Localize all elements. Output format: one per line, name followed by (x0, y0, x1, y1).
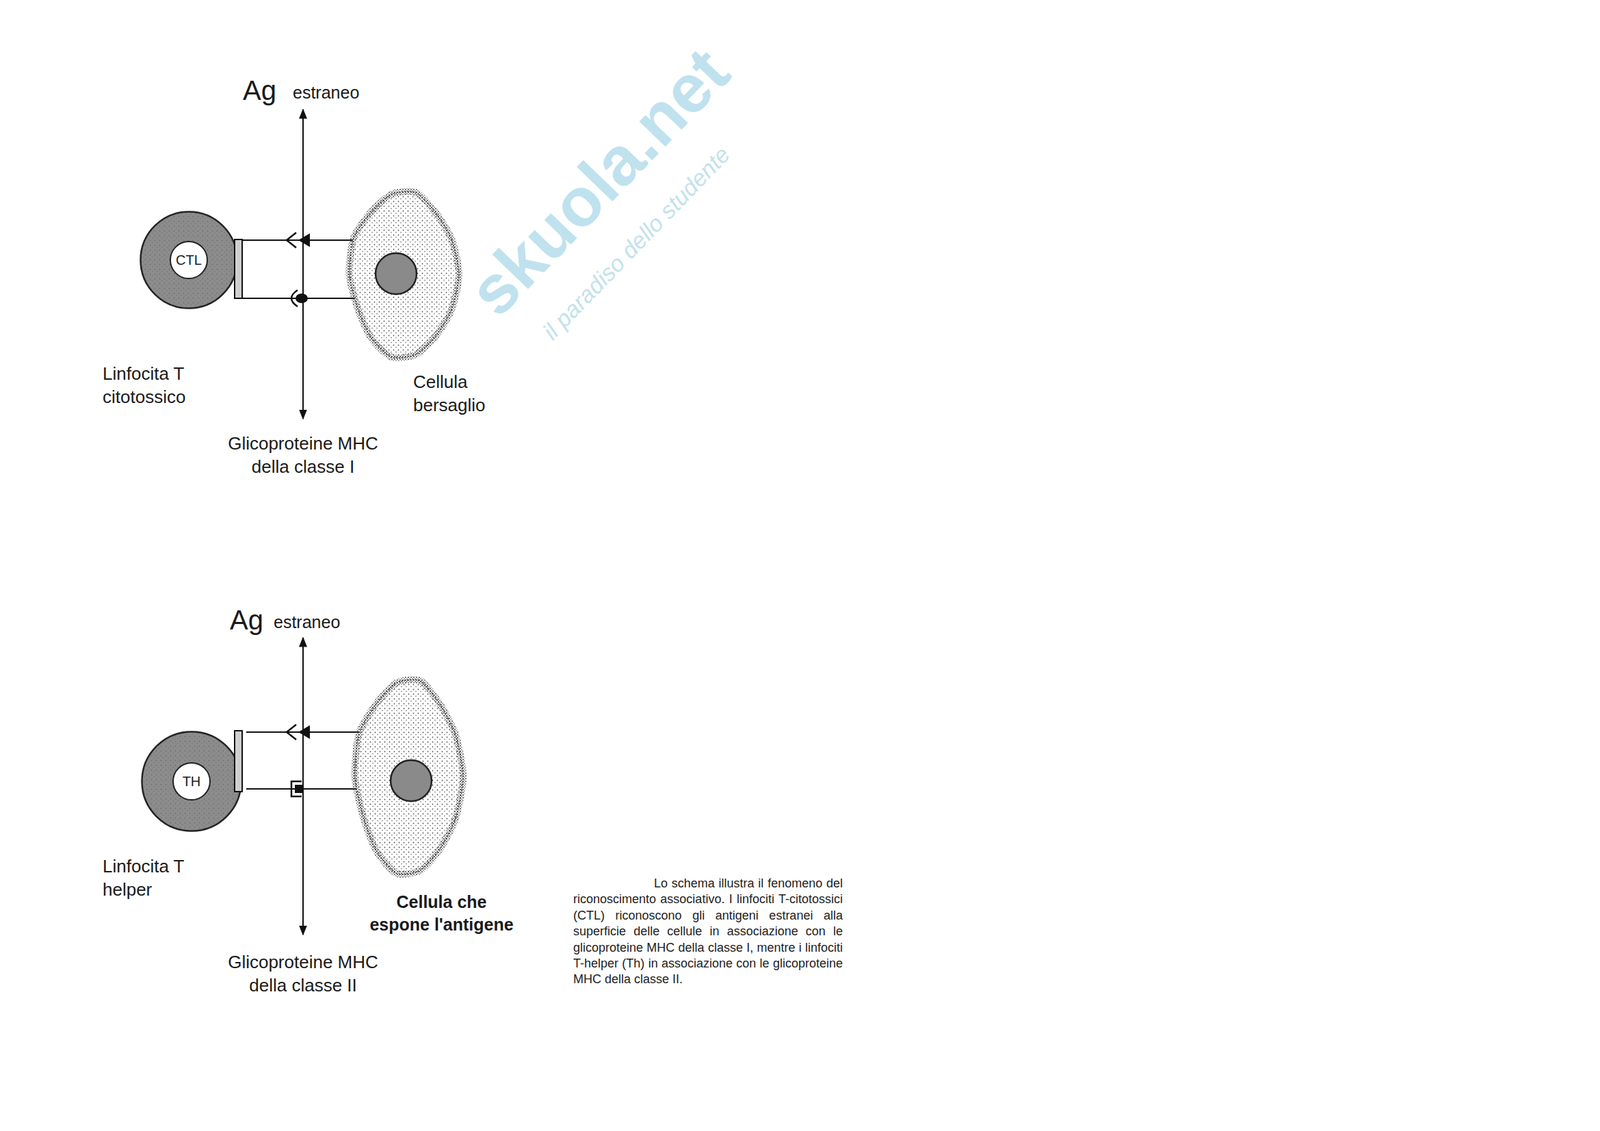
cell-name: Linfocita T helper (102, 855, 213, 902)
cell-outline (344, 186, 463, 363)
antigen-presenting-cell: Cellula bersaglio (344, 186, 463, 363)
cell-label: Cellula che espone l'antigene (364, 890, 519, 936)
figure-label: Glicoproteine MHC della classe II (224, 950, 382, 998)
lymphocyte-core: TH (172, 762, 211, 801)
cell-name: Linfocita T citotossico (102, 362, 213, 410)
figure-label: Glicoproteine MHC della classe I (224, 432, 382, 479)
antigen-presenting-cell: Cellula che espone l'antigene (350, 673, 467, 880)
figure-caption: Lo schema illustra il fenomeno del ricon… (573, 875, 843, 988)
lymphocyte-core: CTL (169, 240, 208, 280)
cell-type: TH (182, 773, 202, 790)
tcr-receptor (286, 232, 302, 797)
cell-type: CTL (175, 252, 202, 269)
figure-label: estraneo (273, 610, 340, 634)
figure-label: estraneo (292, 81, 360, 104)
t-lymphocyte: Linfocita T citotossicoCTL (139, 210, 239, 310)
binding-line (246, 788, 366, 790)
figure-label: Ag (229, 601, 264, 638)
cell-outline (350, 673, 467, 880)
antigen-mhc (294, 233, 310, 793)
cell-label: Cellula bersaglio (413, 370, 503, 418)
figure-label: Ag (242, 72, 277, 109)
direction-arrow (302, 109, 304, 419)
t-lymphocyte: Linfocita T helperTH (140, 730, 243, 832)
